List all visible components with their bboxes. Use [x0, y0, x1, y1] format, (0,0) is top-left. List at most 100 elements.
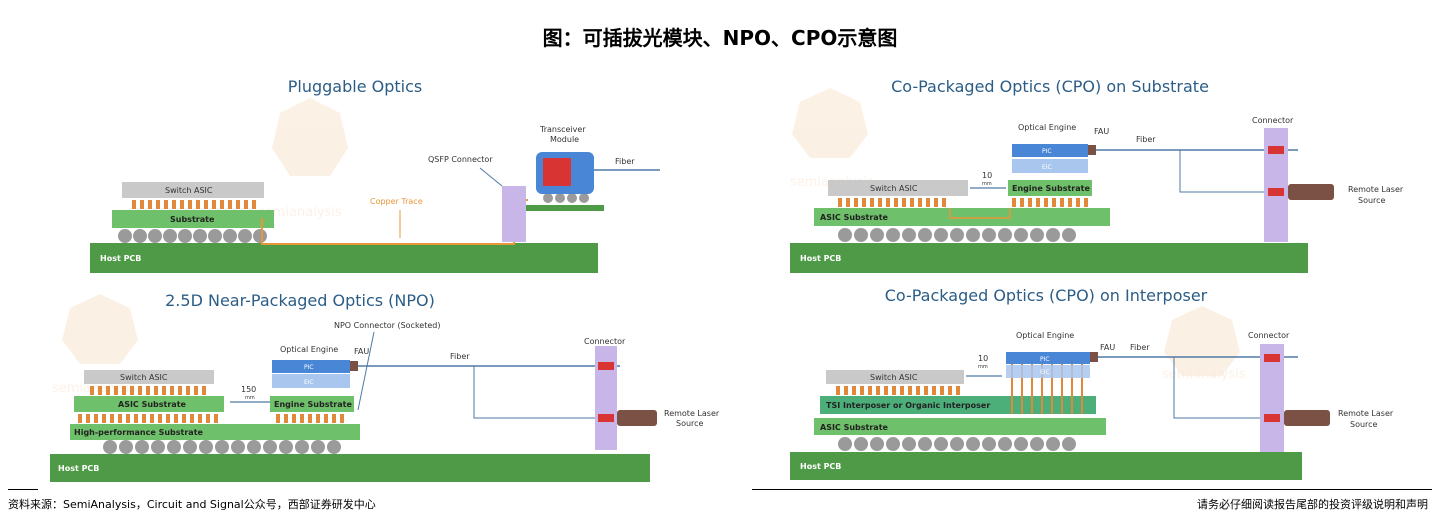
switch-asic: [122, 182, 264, 198]
high-performance-substrate: [70, 424, 360, 440]
switch-asic-label: Switch ASIC: [870, 184, 918, 193]
watermark-text: semianalysis: [1162, 367, 1246, 382]
host-pcb-label: Host PCB: [58, 464, 99, 473]
asic-substrate: [74, 396, 224, 412]
solder-balls: [838, 437, 1076, 451]
remote-laser-source: [617, 410, 657, 426]
connector: [1264, 128, 1288, 242]
solder-balls: [118, 229, 267, 243]
page-title: 图：可插拔光模块、NPO、CPO示意图: [542, 26, 898, 50]
laser-fiber-line: [1179, 150, 1300, 193]
eic-chip: [272, 374, 350, 388]
remote-laser-label-2: Source: [676, 419, 704, 428]
semianalysis-watermark: semianalysis: [258, 98, 348, 220]
asic-substrate: [814, 208, 1110, 226]
remote-laser-source: [1288, 184, 1334, 200]
switch-asic-label: Switch ASIC: [870, 373, 918, 382]
laser-fiber-line: [473, 366, 622, 419]
fau-block: [1088, 145, 1096, 155]
cpo-interposer-diagram: semianalysis Co-Packaged Optics (CPO) on…: [790, 286, 1394, 480]
footer-divider-right: [752, 489, 1432, 490]
host-pcb-label: Host PCB: [100, 254, 141, 263]
pluggable-optics-panel: semianalysis Pluggable Optics Host PCB S…: [40, 68, 680, 278]
remote-laser-source: [1284, 410, 1330, 426]
pic-chip: [1006, 352, 1090, 364]
copper-trace-label: Copper Trace: [370, 197, 423, 206]
bumps-upper: [90, 386, 206, 395]
fau-label: FAU: [354, 347, 369, 356]
qsfp-connector-label: QSFP Connector: [428, 155, 493, 164]
remote-laser-label-1: Remote Laser: [1348, 185, 1404, 194]
watermark-text: semianalysis: [258, 205, 342, 220]
pic-label: PIC: [304, 364, 314, 371]
qsfp-connector: [502, 186, 526, 242]
transceiver-label-2: Module: [550, 135, 579, 144]
cpo-substrate-diagram: semianalysis Co-Packaged Optics (CPO) on…: [790, 77, 1404, 273]
eic-label: EIC: [304, 379, 314, 386]
distance-unit: mm: [978, 364, 988, 370]
engine-substrate-label: Engine Substrate: [1012, 184, 1090, 193]
interposer: [820, 396, 1096, 414]
switch-asic: [84, 370, 214, 384]
micro-bumps: [838, 198, 1088, 207]
switch-asic-label: Switch ASIC: [120, 373, 168, 382]
asic-substrate-label: ASIC Substrate: [820, 423, 889, 432]
cpo-substrate-title: Co-Packaged Optics (CPO) on Substrate: [891, 77, 1209, 96]
eic-label: EIC: [1040, 369, 1050, 376]
pluggable-optics-diagram: semianalysis Pluggable Optics Host PCB S…: [90, 77, 660, 273]
bumps-lower: [78, 414, 344, 423]
transceiver-label-1: Transceiver: [539, 125, 586, 134]
disclaimer-note: 请务必仔细阅读报告尾部的投资评级说明和声明: [1197, 498, 1428, 511]
substrate-trace: [949, 208, 1011, 219]
pic-chip: [272, 360, 350, 373]
connector-port-top: [1264, 354, 1280, 362]
remote-laser-label-1: Remote Laser: [664, 409, 720, 418]
connector-port-bottom: [598, 414, 614, 422]
footer-divider-left: [8, 489, 38, 490]
qsfp-arrow: [479, 167, 503, 187]
pluggable-title: Pluggable Optics: [288, 77, 422, 96]
host-pcb-label: Host PCB: [800, 254, 841, 263]
distance-unit: mm: [982, 181, 992, 187]
engine-substrate: [270, 396, 354, 412]
distance-value: 10: [978, 354, 988, 363]
distance-value: 10: [982, 171, 992, 180]
host-pcb: [790, 243, 1308, 273]
engine-substrate-label: Engine Substrate: [274, 400, 352, 409]
solder-balls: [838, 228, 1076, 242]
asic-substrate-label: ASIC Substrate: [118, 400, 187, 409]
npo-diagram: semianalysis 2.5D Near-Packaged Optics (…: [50, 291, 720, 482]
connector-port-bottom: [1268, 188, 1284, 196]
host-pcb: [790, 452, 1302, 480]
cpo-substrate-panel: semianalysis Co-Packaged Optics (CPO) on…: [790, 68, 1430, 278]
connector-label: Connector: [1252, 116, 1294, 125]
distance-unit: mm: [245, 395, 255, 401]
host-pcb: [90, 243, 598, 273]
micro-bumps: [132, 200, 256, 209]
solder-balls: [103, 440, 341, 454]
eic-chip: [1006, 365, 1090, 378]
remote-laser-label-2: Source: [1350, 420, 1378, 429]
switch-asic: [826, 370, 964, 384]
remote-laser-label-1: Remote Laser: [1338, 409, 1394, 418]
switch-asic-label: Switch ASIC: [165, 186, 213, 195]
micro-bumps: [836, 386, 960, 395]
interposer-label: TSI Interposer or Organic Interposer: [826, 401, 990, 410]
connector: [595, 346, 617, 450]
connector-port-top: [1268, 146, 1284, 154]
fiber-label: Fiber: [1130, 343, 1150, 352]
optical-engine-label: Optical Engine: [1016, 331, 1074, 340]
fau-label: FAU: [1094, 127, 1109, 136]
asic-substrate: [814, 418, 1106, 435]
npo-title: 2.5D Near-Packaged Optics (NPO): [165, 291, 435, 310]
eic-label: EIC: [1042, 164, 1052, 171]
substrate-label: Substrate: [170, 215, 215, 224]
fiber-label: Fiber: [450, 352, 470, 361]
pic-label: PIC: [1042, 148, 1052, 155]
fiber-label: Fiber: [615, 157, 635, 166]
semianalysis-watermark: semianalysis: [790, 88, 874, 190]
connector-label: Connector: [584, 337, 626, 346]
cpo-interposer-panel: semianalysis Co-Packaged Optics (CPO) on…: [790, 284, 1430, 484]
fau-block: [1090, 352, 1098, 362]
asic-substrate-label: ASIC Substrate: [820, 213, 889, 222]
